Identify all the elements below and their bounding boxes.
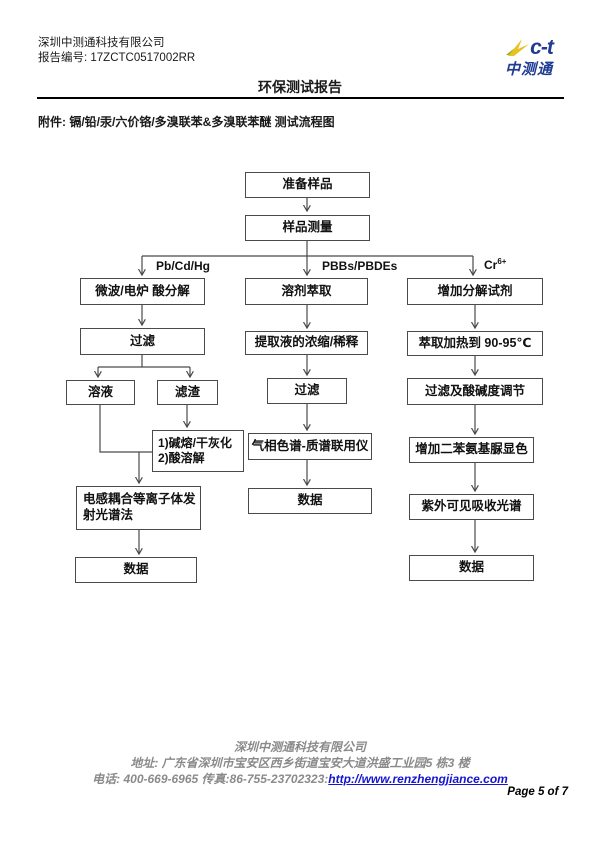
footer-contact-line: 电话: 400-669-6965 传真:86-755-23702323:http… <box>0 770 600 787</box>
branch-label-cr-sup: 6+ <box>497 257 507 266</box>
flow-node-add-reagent: 增加分解试剂 <box>407 278 543 305</box>
flow-node-prepare-sample: 准备样品 <box>245 172 370 198</box>
attachment-heading: 附件: 镉/铅/汞/六价铬/多溴联苯&多溴联苯醚 测试流程图 <box>38 115 335 129</box>
branch-label-cr6: Cr6+ <box>484 257 506 272</box>
logo-mark-text: c-t <box>530 36 554 59</box>
flow-node-solution: 溶液 <box>66 380 135 405</box>
footer-website-link[interactable]: http://www.renzhengjiance.com <box>328 772 508 786</box>
flow-node-data-middle: 数据 <box>248 488 372 514</box>
flow-node-alkali-fusion: 1)碱熔/干灰化 2)酸溶解 <box>152 430 244 472</box>
flow-node-data-right: 数据 <box>409 555 534 581</box>
flow-node-data-left: 数据 <box>75 557 197 583</box>
flow-node-filter-1: 过滤 <box>80 328 205 355</box>
flow-node-solvent-extraction: 溶剂萃取 <box>245 278 368 305</box>
branch-label-cr-base: Cr <box>484 258 498 272</box>
flow-node-filter-residue: 滤渣 <box>157 380 218 405</box>
flow-node-concentration: 提取液的浓缩/稀释 <box>245 331 368 355</box>
flow-node-sample-measure: 样品测量 <box>245 215 370 241</box>
page-number: Page 5 of 7 <box>507 786 568 798</box>
flow-node-icp-oes: 电感耦合等离子体发射光谱法 <box>76 486 201 530</box>
flow-node-ph-adjust: 过滤及酸碱度调节 <box>407 378 543 405</box>
flow-node-uv-vis: 紫外可见吸收光谱 <box>409 494 534 520</box>
header-divider <box>37 97 564 99</box>
logo-swoosh-icon <box>506 39 530 56</box>
flow-node-heating: 萃取加热到 90-95℃ <box>407 331 543 356</box>
branch-label-pb-cd-hg: Pb/Cd/Hg <box>156 259 210 273</box>
flow-node-gcms: 气相色谱-质谱联用仪 <box>248 433 372 460</box>
flow-node-filter-2: 过滤 <box>267 378 347 404</box>
header-company-name: 深圳中测通科技有限公司 <box>38 37 165 49</box>
page-title: 环保测试报告 <box>258 79 342 95</box>
flow-node-color-development: 增加二苯氨基脲显色 <box>409 437 534 463</box>
header-report-number: 报告编号: 17ZCTC0517002RR <box>38 52 196 64</box>
footer-phone-fax: 电话: 400-669-6965 传真:86-755-23702323: <box>92 772 329 786</box>
company-logo: c-t 中测通 <box>486 36 572 79</box>
footer-company-name: 深圳中测通科技有限公司 <box>233 740 366 754</box>
logo-name-text: 中测通 <box>504 61 553 78</box>
footer-address: 地址: 广东省深圳市宝安区西乡街道宝安大道洪盛工业园5 栋3 楼 <box>130 756 470 770</box>
branch-label-pbbs-pbdes: PBBs/PBDEs <box>322 259 398 273</box>
flow-node-acid-digestion: 微波/电炉 酸分解 <box>80 278 205 305</box>
